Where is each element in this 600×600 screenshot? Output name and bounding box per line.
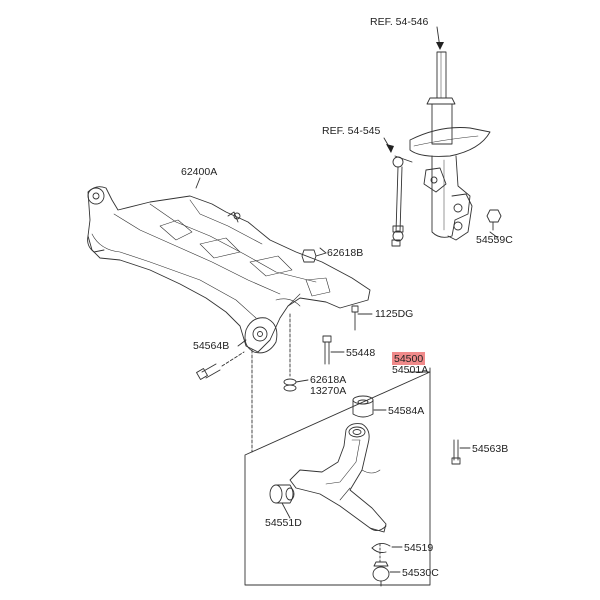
bolt-54563B xyxy=(451,439,471,465)
crossmember-fasteners xyxy=(196,249,373,453)
ball-joint-54530C xyxy=(372,543,401,587)
leader-lines xyxy=(195,177,499,347)
clip-54519 xyxy=(371,543,403,553)
part-label-1125DG: 1125DG xyxy=(375,308,414,320)
part-label-62618A: 62618A xyxy=(310,374,347,386)
ref-label-54-546[interactable]: REF. 54-546 xyxy=(370,16,429,28)
bushing-54551D xyxy=(269,484,295,519)
part-label-54563B: 54563B xyxy=(472,443,509,455)
part-label-54551D: 54551D xyxy=(265,517,302,529)
part-label-54519: 54519 xyxy=(404,542,434,554)
part-label-13270A: 13270A xyxy=(310,385,347,397)
bushing-54584A xyxy=(352,395,387,418)
part-label-62618B: 62618B xyxy=(327,247,364,259)
part-label-55448: 55448 xyxy=(346,347,376,359)
part-label-62400A: 62400A xyxy=(181,166,218,178)
part-label-54564B: 54564B xyxy=(193,340,230,352)
lower-control-arm xyxy=(289,423,387,533)
part-label-54584A: 54584A xyxy=(388,405,425,417)
part-label-54500-highlighted: 54500 xyxy=(392,352,426,365)
strut-assembly xyxy=(409,26,502,241)
ref-label-54-545[interactable]: REF. 54-545 xyxy=(322,125,381,137)
part-label-54501A: 54501A xyxy=(392,364,429,376)
stabilizer-link xyxy=(383,137,413,247)
part-label-54559C: 54559C xyxy=(476,234,513,246)
lower-arm-assembly-box xyxy=(244,367,431,586)
sub-frame-crossmember xyxy=(87,186,371,354)
part-label-54530C: 54530C xyxy=(402,567,439,579)
